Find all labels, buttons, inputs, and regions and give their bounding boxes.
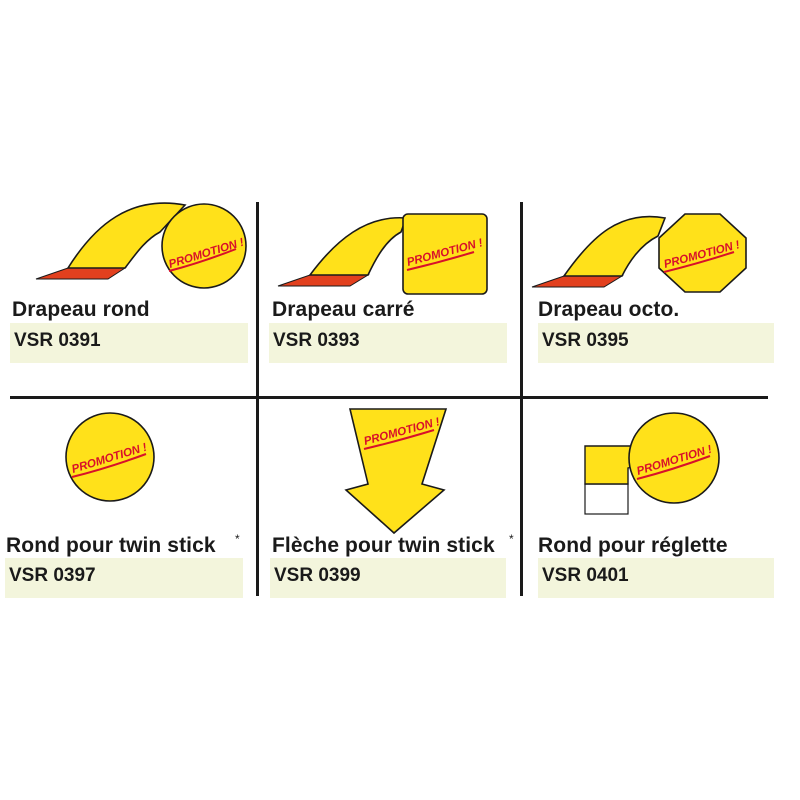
round-twin-stick-icon: PROMOTION !: [65, 412, 155, 502]
product-code: VSR 0401: [542, 565, 629, 586]
row-divider: [10, 396, 768, 399]
product-code: VSR 0397: [9, 565, 96, 586]
square-flag-icon: PROMOTION !: [277, 213, 488, 295]
product-name: Rond pour réglette: [538, 534, 728, 557]
column-divider-2: [520, 202, 523, 596]
product-code: VSR 0399: [274, 565, 361, 586]
product-code-box: VSR 0393: [269, 323, 507, 363]
product-card-drapeau-rond[interactable]: PROMOTION ! Drapeau rond VSR 0391: [0, 0, 256, 400]
product-code: VSR 0391: [14, 330, 101, 351]
product-code: VSR 0395: [542, 330, 629, 351]
asterisk-note: *: [235, 532, 240, 546]
product-name: Rond pour twin stick: [6, 534, 216, 557]
product-code-box: VSR 0391: [10, 323, 248, 363]
product-code-box: VSR 0401: [538, 558, 774, 598]
product-card-drapeau-octo[interactable]: PROMOTION ! Drapeau octo. VSR 0395: [520, 0, 800, 400]
product-code-box: VSR 0399: [270, 558, 506, 598]
product-name: Drapeau octo.: [538, 298, 680, 321]
product-card-fleche-twin-stick[interactable]: PROMOTION ! Flèche pour twin stick * VSR…: [256, 400, 520, 600]
round-flag-icon: PROMOTION !: [35, 202, 247, 289]
product-code: VSR 0393: [273, 330, 360, 351]
product-card-drapeau-carre[interactable]: PROMOTION ! Drapeau carré VSR 0393: [256, 0, 520, 400]
product-code-box: VSR 0397: [5, 558, 243, 598]
product-card-rond-reglette[interactable]: PROMOTION ! Rond pour réglette VSR 0401: [520, 400, 800, 600]
asterisk-note: *: [509, 532, 514, 546]
column-divider-1: [256, 202, 259, 596]
product-card-rond-twin-stick[interactable]: PROMOTION ! Rond pour twin stick * VSR 0…: [0, 400, 256, 600]
product-name: Drapeau carré: [272, 298, 415, 321]
product-name: Drapeau rond: [12, 298, 150, 321]
product-code-box: VSR 0395: [538, 323, 774, 363]
octagon-flag-icon: PROMOTION !: [531, 213, 747, 293]
product-name: Flèche pour twin stick: [272, 534, 495, 557]
arrow-twin-stick-icon: PROMOTION !: [344, 408, 448, 535]
round-shelf-strip-icon: PROMOTION !: [584, 412, 720, 515]
